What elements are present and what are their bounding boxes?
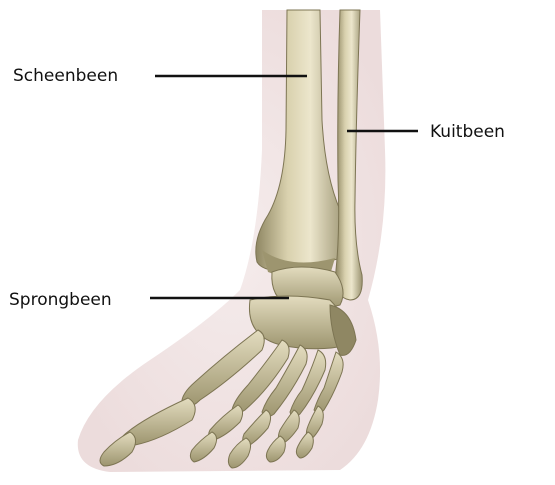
talus-label: Sprongbeen [9,290,112,310]
tibia-label: Scheenbeen [13,66,118,86]
fibula-label: Kuitbeen [430,122,505,142]
